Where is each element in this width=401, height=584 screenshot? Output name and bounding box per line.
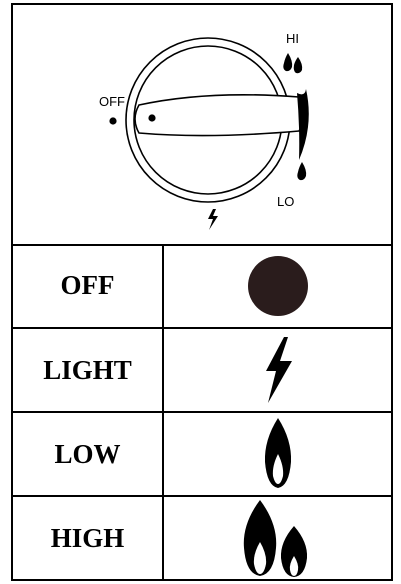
legend-row-light: LIGHT: [13, 329, 391, 413]
legend-name: HIGH: [13, 497, 164, 579]
legend-icon-cell: [164, 244, 391, 327]
lo-label: LO: [277, 195, 294, 208]
hi-label: HI: [286, 32, 299, 45]
flame-icon: [258, 416, 298, 492]
legend-row-low: LOW: [13, 413, 391, 497]
legend-icon-cell: [164, 497, 391, 579]
dial-illustration: OFF HI LO: [13, 5, 391, 246]
legend-icon-cell: [164, 329, 391, 411]
legend-name: OFF: [13, 244, 164, 327]
lightning-icon: [208, 209, 218, 230]
off-label: OFF: [99, 95, 125, 108]
knob-indicator-dot: [148, 114, 155, 121]
off-dot-icon: [109, 117, 116, 124]
legend-row-off: OFF: [13, 244, 391, 329]
flame-small-icon: [297, 162, 306, 180]
flame-double-icon: [283, 53, 302, 73]
circle-icon: [243, 251, 313, 321]
legend-name: LOW: [13, 413, 164, 495]
lightning-icon: [258, 335, 298, 405]
double-flame-icon: [238, 498, 318, 578]
knob-icon: [13, 5, 391, 244]
diagram-frame: OFF HI LO OFF LIGHT LOW HIGH: [11, 3, 393, 581]
legend-row-high: HIGH: [13, 497, 391, 579]
legend-icon-cell: [164, 413, 391, 495]
legend-name: LIGHT: [13, 329, 164, 411]
